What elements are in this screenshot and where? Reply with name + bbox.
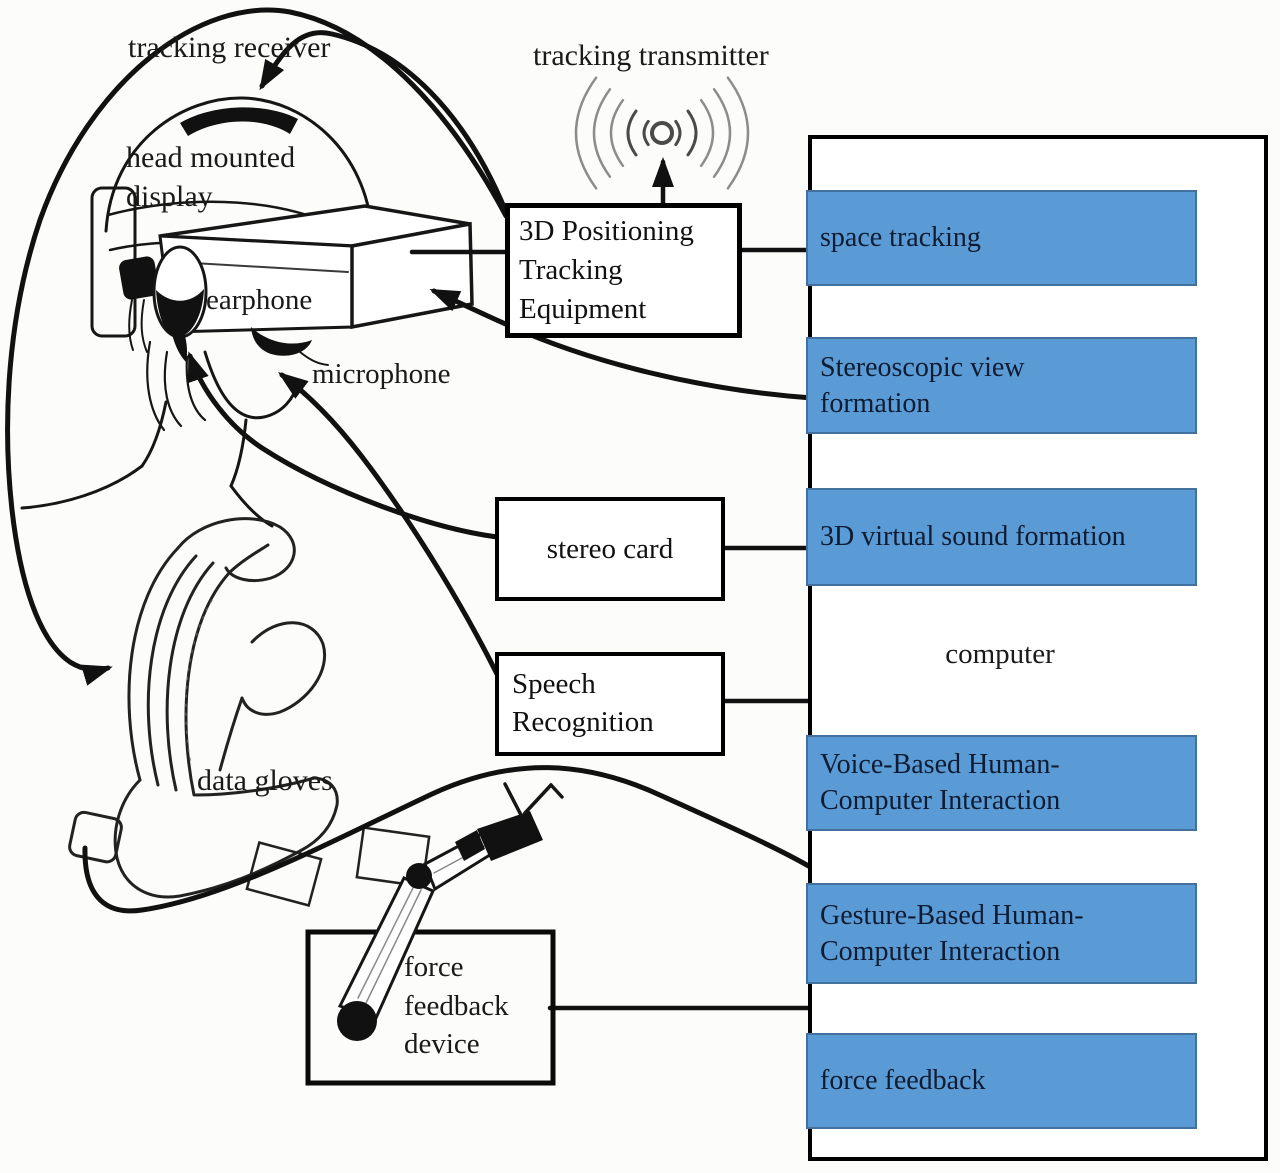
tracking-receiver-label: tracking receiver [128,31,331,64]
tracking-transmitter-label: tracking transmitter [533,39,769,72]
arm-gripper [477,811,543,861]
glove-sensor [245,841,323,907]
module-3d-virtual-sound: 3D virtual sound formation [806,488,1197,586]
positioning-equipment-box: 3D Positioning Tracking Equipment [505,203,742,338]
computer-box [808,135,1268,1161]
force-feedback-device-box [305,929,556,1086]
stereo-card-box: stereo card [495,497,725,601]
speech-recognition-box: Speech Recognition [495,652,725,756]
glove-sensor [355,826,431,888]
module-stereoscopic-view: Stereoscopic view formation [806,337,1197,434]
earphone-black [156,289,204,338]
arc-stereocard-to-earphone [187,351,500,540]
microphone-black [251,327,312,356]
tracking-receiver-patch [180,107,298,136]
computer-label: computer [945,638,1055,670]
force-feedback-device-label: force feedback device [404,951,509,1061]
data-gloves-label: data gloves [197,764,333,797]
transmitter-dot [650,121,674,145]
radio-waves-icon [574,76,750,190]
arc-speech-to-microphone [278,371,500,677]
microphone-label: microphone [312,358,451,390]
arm-joint-ball [406,863,432,889]
module-gesture-hci: Gesture-Based Human- Computer Interactio… [806,883,1197,984]
arc-positioning-to-glove [5,7,509,686]
arm-base-ball [337,1001,377,1041]
module-space-tracking: space tracking [806,190,1197,286]
arc-positioning-to-receiver [259,30,509,215]
robot-arm-illustration [337,782,564,1041]
module-voice-hci: Voice-Based Human- Computer Interaction [806,735,1197,831]
arc-glove-to-computer [82,765,815,914]
flow-lines [5,7,817,1011]
head-mounted-display-label: head mounted display [126,141,296,213]
data-glove-illustration [68,517,431,907]
glove-cuff [68,810,123,864]
earphone-label: earphone [206,284,313,316]
module-force-feedback: force feedback [806,1033,1197,1129]
arc-stereoscopic-to-visor [429,288,815,401]
person-hmd-illustration [20,96,474,528]
